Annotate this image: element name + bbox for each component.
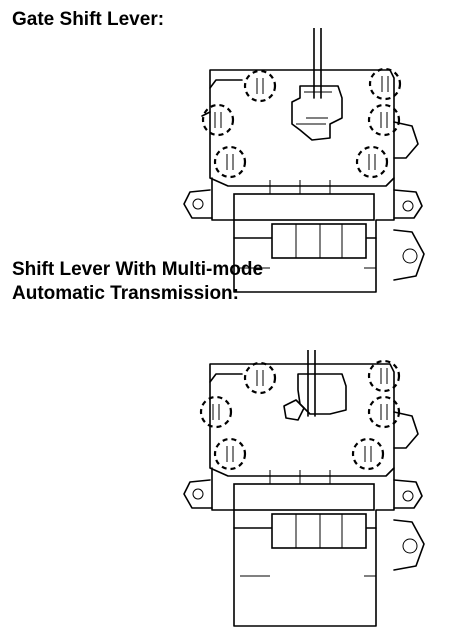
gate-shift-lever-diagram	[183, 28, 425, 293]
clip-locations	[201, 67, 402, 179]
clip-bottom-left	[213, 145, 247, 179]
gate-shift-lever-caption: Gate Shift Lever:	[12, 9, 165, 30]
clip-bottom-right	[355, 145, 389, 179]
clip-top-right	[368, 67, 402, 101]
clip-bottom-left	[213, 437, 247, 471]
clip-bottom-right	[351, 437, 385, 471]
shift-lever-housing	[183, 350, 425, 627]
clip-mid-right	[367, 395, 401, 429]
multimode-shift-lever-diagram	[183, 350, 425, 627]
shift-lever-housing	[183, 28, 425, 293]
clip-top-right	[367, 359, 401, 393]
clip-top-left	[243, 69, 277, 103]
clip-top-left	[243, 361, 277, 395]
clip-locations	[199, 359, 401, 471]
clip-mid-right	[367, 103, 401, 137]
clip-mid-left	[201, 103, 235, 137]
multimode-shift-lever-caption: Shift Lever With Multi-mode Automatic Tr…	[12, 258, 263, 306]
multimode-caption-line2: Automatic Transmission:	[12, 283, 239, 304]
clip-mid-left	[199, 395, 233, 429]
multimode-caption-line1: Shift Lever With Multi-mode	[12, 259, 264, 280]
